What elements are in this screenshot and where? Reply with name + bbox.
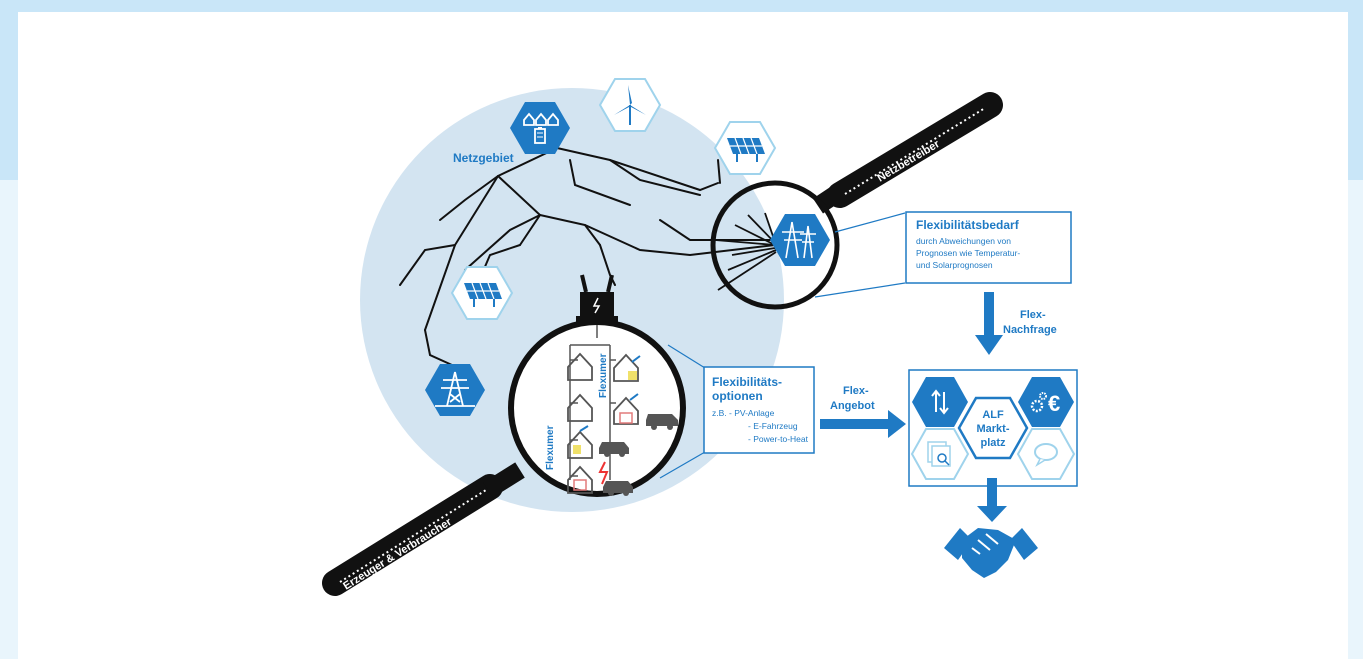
callout-line [814,282,906,298]
flex-nachfrage-label: Flex- [1020,309,1046,321]
chat-bubble-icon [1016,428,1076,480]
handshake-icon [944,528,1038,578]
flex-options-title: Flexibilitäts- [712,375,782,389]
deal-arrow [977,478,1007,522]
flex-demand-line: Prognosen wie Temperatur- [916,248,1020,258]
svg-text:€: € [1048,391,1060,416]
flex-nachfrage-label: Nachfrage [1003,324,1057,336]
solar-panel-icon [713,121,777,175]
flex-demand-box: Flexibilitätsbedarf durch Abweichungen v… [905,211,1072,284]
flex-options-box: Flexibilitäts- optionen z.B. - PV-Anlage… [703,366,815,454]
flexumer-houses [567,325,678,496]
flex-demand-title: Flexibilitätsbedarf [916,218,1020,232]
marketplace-label: platz [980,437,1006,449]
flexumer-label: Flexumer [598,353,609,398]
flex-demand-arrow [975,292,1003,355]
marketplace-box: € ALF Markt- platz [908,369,1078,487]
flex-options-title: optionen [712,389,763,403]
flex-angebot-label: Angebot [830,400,875,412]
flex-angebot-label: Flex- [843,385,869,397]
flex-demand-line: und Solarprognosen [916,260,993,270]
flexumer-label: Flexumer [545,425,556,470]
document-search-icon [910,428,970,480]
power-tower-icon [425,364,485,416]
houses-battery-icon [510,102,570,154]
flex-demand-line: durch Abweichungen von [916,236,1011,246]
gear-euro-icon: € [1018,377,1074,427]
netzgebiet-label: Netzgebiet [453,151,514,165]
marketplace-label: Markt- [976,423,1009,435]
marketplace-label: ALF [982,409,1004,421]
marketplace-center: ALF Markt- platz [957,396,1029,460]
solar-panel-icon [450,266,514,320]
flex-options-item: - Power-to-Heat [748,434,809,444]
wind-turbine-icon [598,78,662,132]
exchange-arrows-icon [912,377,968,427]
transformer-icon [576,274,618,324]
flex-options-item: z.B. - PV-Anlage [712,408,775,418]
callout-line [834,212,906,233]
flex-offer-arrow [820,410,906,438]
flex-options-item: - E-Fahrzeug [748,421,798,431]
transmission-tower-icon [770,214,830,266]
callout-line [667,344,706,369]
callout-line [659,451,706,479]
